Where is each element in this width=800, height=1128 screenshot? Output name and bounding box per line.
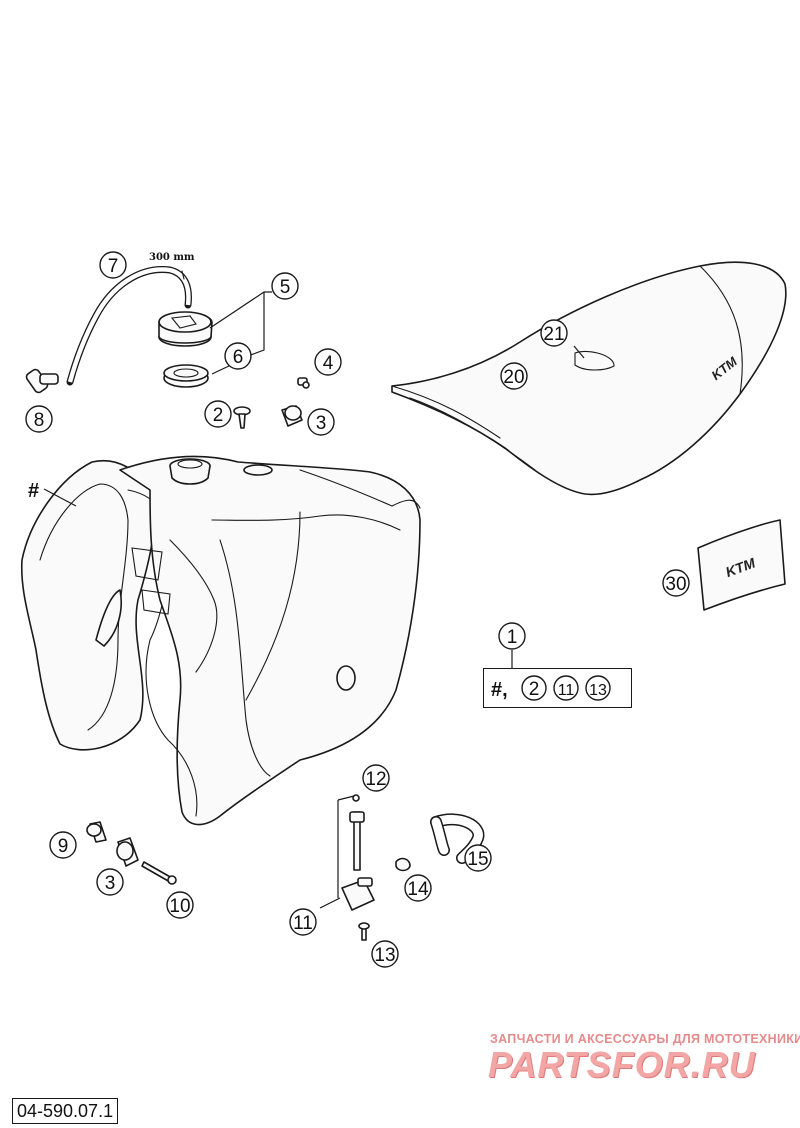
svg-text:9: 9 <box>58 836 69 857</box>
screw <box>233 406 251 429</box>
callout-3-lower: 3 <box>96 868 124 896</box>
kit-callout-2: 2 <box>521 675 547 701</box>
kit-callout-13: 13 <box>585 675 611 701</box>
callout-30: 30 <box>662 569 690 597</box>
mounting-bolt <box>141 861 177 885</box>
svg-text:3: 3 <box>316 413 327 434</box>
callout-1: 1 <box>498 622 526 650</box>
hose-length-label: 300 mm <box>149 252 195 263</box>
fuel-cap <box>158 311 213 347</box>
svg-text:2: 2 <box>213 405 224 426</box>
breather-hose <box>66 266 192 386</box>
svg-text:8: 8 <box>34 410 45 431</box>
svg-text:11: 11 <box>558 682 575 699</box>
svg-text:2: 2 <box>529 679 540 700</box>
hose-clamp <box>395 857 411 872</box>
nut <box>297 377 310 389</box>
callout-15: 15 <box>464 844 492 872</box>
callout-11: 11 <box>289 908 317 936</box>
svg-text:7: 7 <box>108 256 119 277</box>
drawing-code: 04-590.07.1 <box>12 1098 119 1124</box>
seat: KTM <box>391 261 787 496</box>
svg-text:1: 1 <box>507 627 518 648</box>
svg-text:20: 20 <box>503 367 524 388</box>
callout-7: 7 <box>99 251 127 279</box>
svg-text:10: 10 <box>169 896 190 917</box>
svg-text:13: 13 <box>374 945 395 966</box>
callout-12: 12 <box>362 764 390 792</box>
callout-14: 14 <box>404 874 432 902</box>
hose-elbow-fitting <box>25 368 59 394</box>
svg-text:14: 14 <box>407 879 429 900</box>
mounting-bolt-collar <box>86 821 107 843</box>
callout-6: 6 <box>224 342 252 370</box>
watermark-tagline: ЗАПЧАСТИ И АКСЕССУАРЫ ДЛЯ МОТОТЕХНИКИ <box>490 1032 800 1046</box>
rubber-spacer <box>116 837 139 867</box>
callout-9: 9 <box>49 831 77 859</box>
svg-text:6: 6 <box>233 347 244 368</box>
svg-text:11: 11 <box>293 913 313 934</box>
fuel-tank <box>20 455 421 826</box>
svg-text:12: 12 <box>365 769 386 790</box>
ktm-decal: KTM <box>697 519 786 611</box>
callout-10: 10 <box>166 891 194 919</box>
callout-4: 4 <box>314 348 342 376</box>
callout-20: 20 <box>500 362 528 390</box>
svg-text:21: 21 <box>543 324 564 345</box>
watermark-brand: PARTSFOR.RU <box>488 1044 756 1085</box>
kit-prefix: #, <box>491 679 508 701</box>
callout-13: 13 <box>371 940 399 968</box>
callout-8: 8 <box>25 405 53 433</box>
svg-text:4: 4 <box>323 353 334 374</box>
kit-callout-11: 11 <box>553 675 579 701</box>
callout-3: 3 <box>307 408 335 436</box>
rubber-bushing <box>281 405 303 427</box>
callout-2: 2 <box>204 400 232 428</box>
svg-text:15: 15 <box>467 849 488 870</box>
svg-text:3: 3 <box>105 873 116 894</box>
kit-contents: #, 2 11 13 <box>491 675 611 701</box>
tank-hash-marker: # <box>28 480 39 502</box>
svg-text:30: 30 <box>665 574 686 595</box>
kit-box <box>483 668 632 708</box>
callout-5: 5 <box>271 272 299 300</box>
cap-gasket <box>163 364 209 388</box>
callout-21: 21 <box>540 319 568 347</box>
svg-text:13: 13 <box>589 682 607 699</box>
fuel-tap <box>341 794 375 941</box>
svg-text:5: 5 <box>280 277 291 298</box>
